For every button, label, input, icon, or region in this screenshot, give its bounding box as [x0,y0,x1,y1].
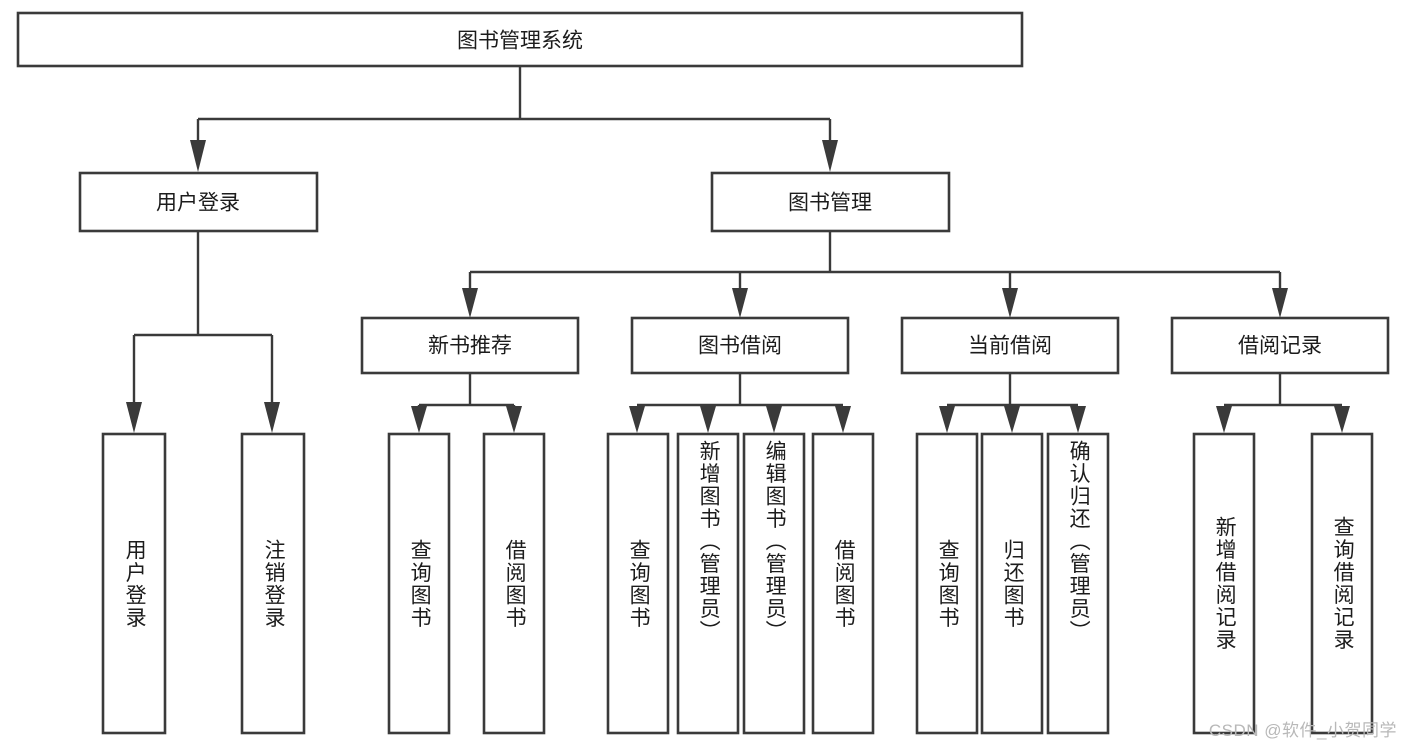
connector-borrow-record-children [1216,373,1350,433]
leaf-book-borrow-3-box[interactable] [811,432,875,735]
node-root-box[interactable] [16,11,1024,68]
connector-current-borrow-children [939,373,1086,433]
node-current-borrow-box[interactable] [900,316,1120,375]
node-book-borrow-label: 图书借阅 [698,335,782,358]
node-user-login-label: 用户登录 [156,192,240,215]
node-borrow-record-box[interactable] [1170,316,1390,375]
node-new-book-recommend-label: 新书推荐 [428,335,512,358]
connector-user-login-children [126,231,280,433]
leaf-new-book-0-box[interactable] [387,432,451,735]
node-book-manage-label: 图书管理 [788,192,872,215]
connector-book-manage-children [462,231,1288,318]
leaf-book-borrow-0-box[interactable] [606,432,670,735]
node-current-borrow-label: 当前借阅 [968,335,1052,358]
node-book-borrow-box[interactable] [630,316,850,375]
leaf-current-borrow-2-box[interactable] [1046,432,1110,735]
leaf-new-book-1-box[interactable] [482,432,546,735]
connector-book-borrow-children [629,373,851,433]
leaf-user-login-1-box[interactable] [240,432,306,735]
leaf-current-borrow-1-box[interactable] [980,432,1044,735]
node-book-manage-box[interactable] [710,171,951,233]
leaf-current-borrow-0-box[interactable] [915,432,979,735]
leaf-book-borrow-2-box[interactable] [742,432,806,735]
leaf-borrow-record-0-box[interactable] [1192,432,1256,735]
node-user-login-box[interactable] [78,171,319,233]
leaf-book-borrow-1-box[interactable] [676,432,740,735]
node-root-label: 图书管理系统 [457,30,583,53]
watermark: CSDN @软件_小贺同学 [1208,721,1397,740]
node-new-book-recommend-box[interactable] [360,316,580,375]
leaf-borrow-record-1-box[interactable] [1310,432,1374,735]
connector-new-book-children [411,373,522,433]
node-borrow-record-label: 借阅记录 [1238,335,1322,358]
connector-root-trunk [190,66,838,172]
leaf-user-login-0-box[interactable] [101,432,167,735]
